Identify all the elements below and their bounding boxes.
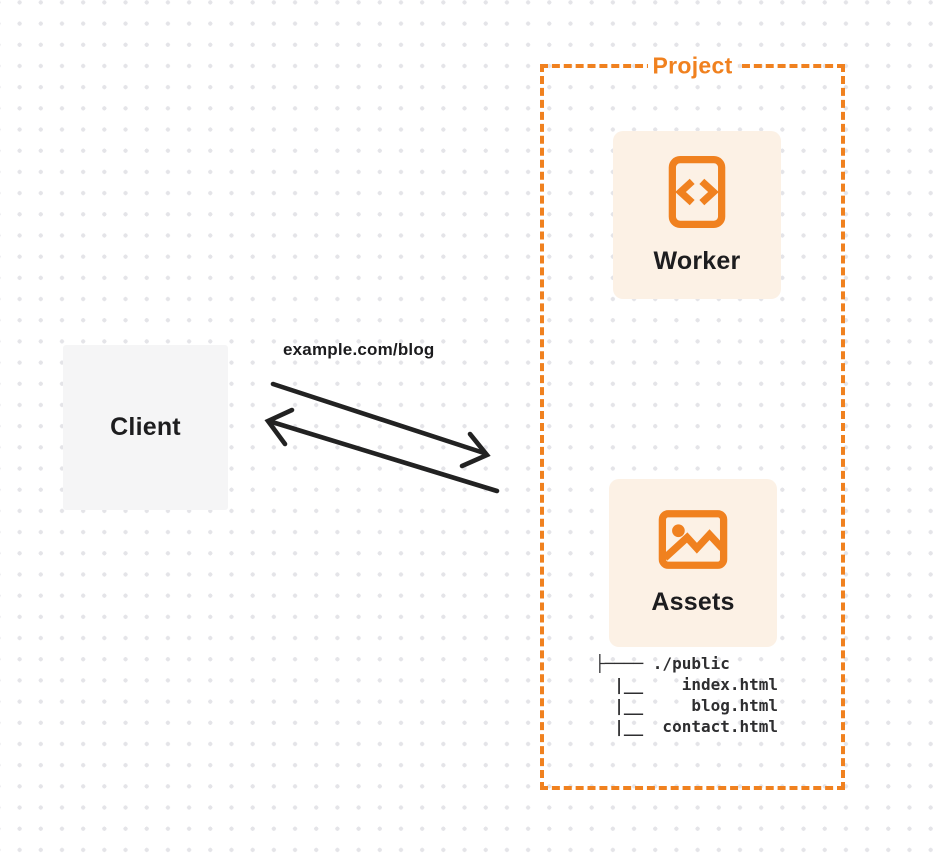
client-node: Client (63, 345, 228, 510)
client-label: Client (110, 413, 181, 441)
project-container: Project Worker Assets (540, 52, 845, 790)
assets-label: Assets (651, 588, 735, 616)
request-arrowhead-icon (459, 431, 491, 469)
response-arrowhead-icon (264, 407, 295, 447)
project-label: Project (647, 52, 738, 80)
request-arrow (270, 381, 487, 456)
request-url-label: example.com/blog (283, 340, 435, 359)
worker-node: Worker (613, 131, 781, 299)
public-file-tree: ├──── ./public |__ index.html |__ blog.h… (595, 654, 779, 736)
code-document-icon (668, 155, 726, 229)
response-arrow (269, 419, 500, 494)
image-icon (658, 509, 728, 570)
assets-node: Assets (609, 479, 777, 647)
worker-label: Worker (653, 246, 741, 275)
